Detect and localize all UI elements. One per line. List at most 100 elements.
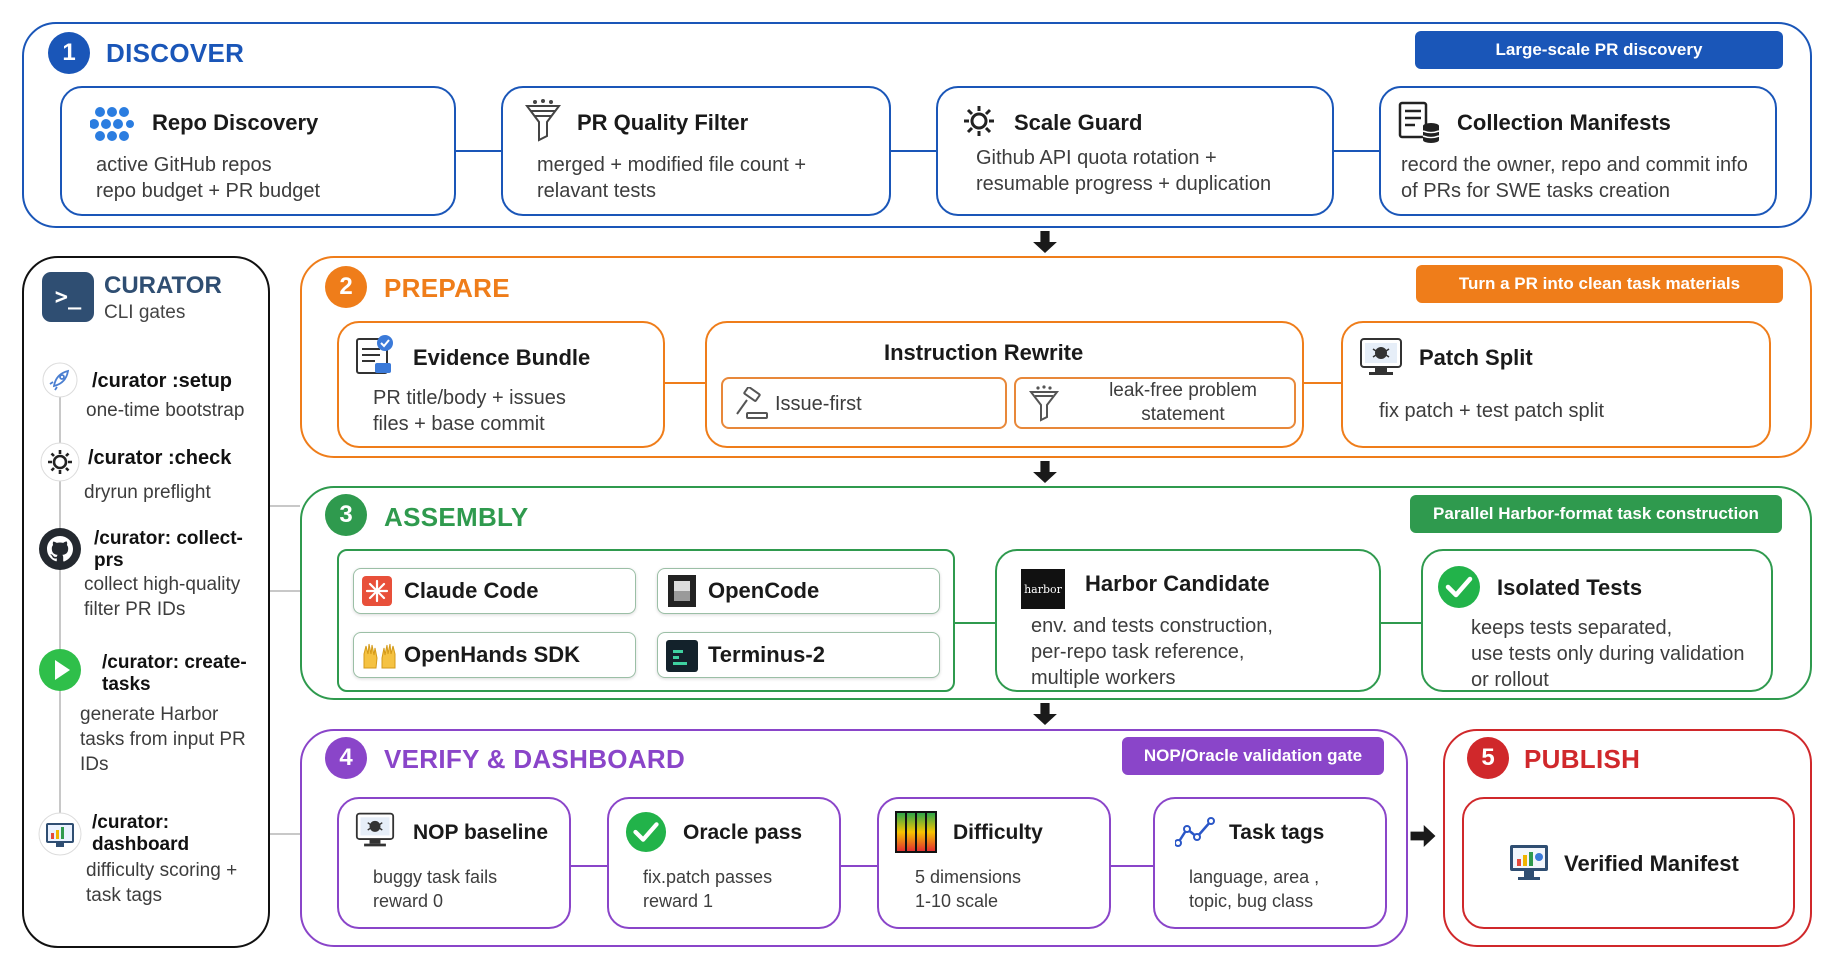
cmd-line: tasks [102,674,151,695]
badge-discover: Large-scale PR discovery [1415,31,1783,69]
funnel-icon [525,99,561,142]
card-description: Github API quota rotation + resumable pr… [976,145,1271,197]
card-title: Difficulty [953,821,1043,844]
tool-opencode: OpenCode [657,568,940,614]
connector [270,505,300,507]
stage-number-4: 4 [325,737,367,779]
cmd-line: /curator :check [88,447,232,469]
curator-subtitle: CLI gates [104,302,186,323]
desc-line: PR title/body + issues [373,387,566,409]
card-title: Oracle pass [683,821,803,844]
play-icon [39,649,81,691]
flow-arrow-down [1033,231,1057,253]
cmd-line: /curator: collect- [94,528,243,549]
connector [270,590,300,592]
desc-line: files + base commit [373,413,545,435]
card-title: NOP baseline [413,821,549,844]
cmd-line: dashboard [92,834,190,855]
monitor-bug-icon [1360,338,1402,375]
subcard-label: leak-free problem statement [1072,379,1294,427]
gear-icon [40,442,80,482]
desc-line: task tags [86,885,163,906]
desc-line: active GitHub repos [96,154,272,176]
cmd-line: /curator: [92,812,170,833]
card-title: PR Quality Filter [577,110,749,135]
curator-desc-dashboard: difficulty scoring + task tags [86,858,237,908]
desc-line: 1-10 scale [915,891,999,911]
document-database-icon [1398,101,1440,143]
desc-line: env. and tests construction, [1031,615,1273,637]
card-description: record the owner, repo and commit info o… [1401,152,1748,204]
desc-line: reward 0 [373,891,444,911]
card-title: Instruction Rewrite [884,340,1084,365]
stage-title-assembly: ASSEMBLY [384,502,529,532]
desc-line: or rollout [1471,669,1549,691]
card-pr-quality-filter: PR Quality Filter merged + modified file… [501,86,891,216]
card-evidence-bundle: Evidence Bundle PR title/body + issues f… [337,321,665,448]
desc-line: IDs [80,754,109,775]
connector [664,382,706,384]
desc-line: statement [1141,404,1225,425]
card-oracle-pass: Oracle pass fix.patch passes reward 1 [607,797,841,929]
curator-desc-setup: one-time bootstrap [86,398,244,423]
desc-line: per-repo task reference, [1031,641,1245,663]
card-description: env. and tests construction, per-repo ta… [1031,613,1273,691]
card-task-tags: Task tags language, area , topic, bug cl… [1153,797,1387,929]
timeline-line [59,370,61,840]
card-title: Task tags [1229,821,1325,844]
cmd-line: prs [94,550,124,571]
github-icon [39,528,81,570]
desc-line: collect high-quality [84,574,241,595]
stage-number-3: 3 [325,494,367,536]
card-title: Evidence Bundle [413,345,591,370]
stage-title-prepare: PREPARE [384,273,510,303]
stage-title-verify: VERIFY & DASHBOARD [384,744,686,774]
card-instruction-rewrite: Instruction Rewrite Issue-first leak-fre… [705,321,1304,448]
tool-claude-code: Claude Code [353,568,636,614]
curator-cmd-setup: /curator :setup [92,370,232,393]
card-scale-guard: Scale Guard Github API quota rotation + … [936,86,1334,216]
subcard-leak-free: leak-free problem statement [1014,377,1296,429]
card-description: fix patch + test patch split [1379,398,1604,424]
connector [455,150,502,152]
card-title: Collection Manifests [1457,110,1671,135]
desc-line: buggy task fails [373,867,498,887]
desc-line: reward 1 [643,891,714,911]
subcard-issue-first: Issue-first [721,377,1007,429]
desc-line: 5 dimensions [915,867,1022,887]
curator-desc-create-tasks: generate Harbor tasks from input PR IDs [80,702,246,777]
gear-icon [964,106,994,136]
desc-line: Github API quota rotation + [976,147,1217,169]
desc-line: fix patch + test patch split [1379,400,1605,422]
desc-line: resumable progress + duplication [976,173,1272,195]
card-collection-manifests: Collection Manifests record the owner, r… [1379,86,1777,216]
connector [1302,382,1342,384]
stage-number-2: 2 [325,266,367,308]
desc-line: keeps tests separated, [1471,617,1673,639]
dashboard-icon [1510,845,1548,880]
desc-line: filter PR IDs [84,599,186,620]
tool-name: OpenHands SDK [404,642,581,667]
curator-desc-collect-prs: collect high-quality filter PR IDs [84,572,240,622]
desc-line: merged + modified file count + [537,154,807,176]
desc-line: of PRs for SWE tasks creation [1401,180,1670,202]
opencode-icon [668,575,696,607]
card-description: 5 dimensions 1-10 scale [915,865,1021,913]
curator-cmd-collect-prs: /curator: collect- prs [94,528,243,572]
card-description: language, area , topic, bug class [1189,865,1319,913]
monitor-bug-icon [355,812,395,847]
card-description: active GitHub repos repo budget + PR bud… [96,152,320,204]
cmd-line: /curator: create- [102,652,247,673]
stage-title-publish: PUBLISH [1524,744,1641,774]
card-patch-split: Patch Split fix patch + test patch split [1341,321,1771,448]
funnel-icon [1028,385,1060,422]
tool-name: OpenCode [708,578,820,603]
connector [1333,150,1380,152]
desc-line: topic, bug class [1189,891,1314,911]
card-description: PR title/body + issues files + base comm… [373,385,566,437]
card-title: Repo Discovery [152,110,319,135]
badge-prepare: Turn a PR into clean task materials [1416,265,1783,303]
connector [840,865,878,867]
flow-arrow-down [1033,461,1057,483]
document-badge-icon [356,335,393,374]
